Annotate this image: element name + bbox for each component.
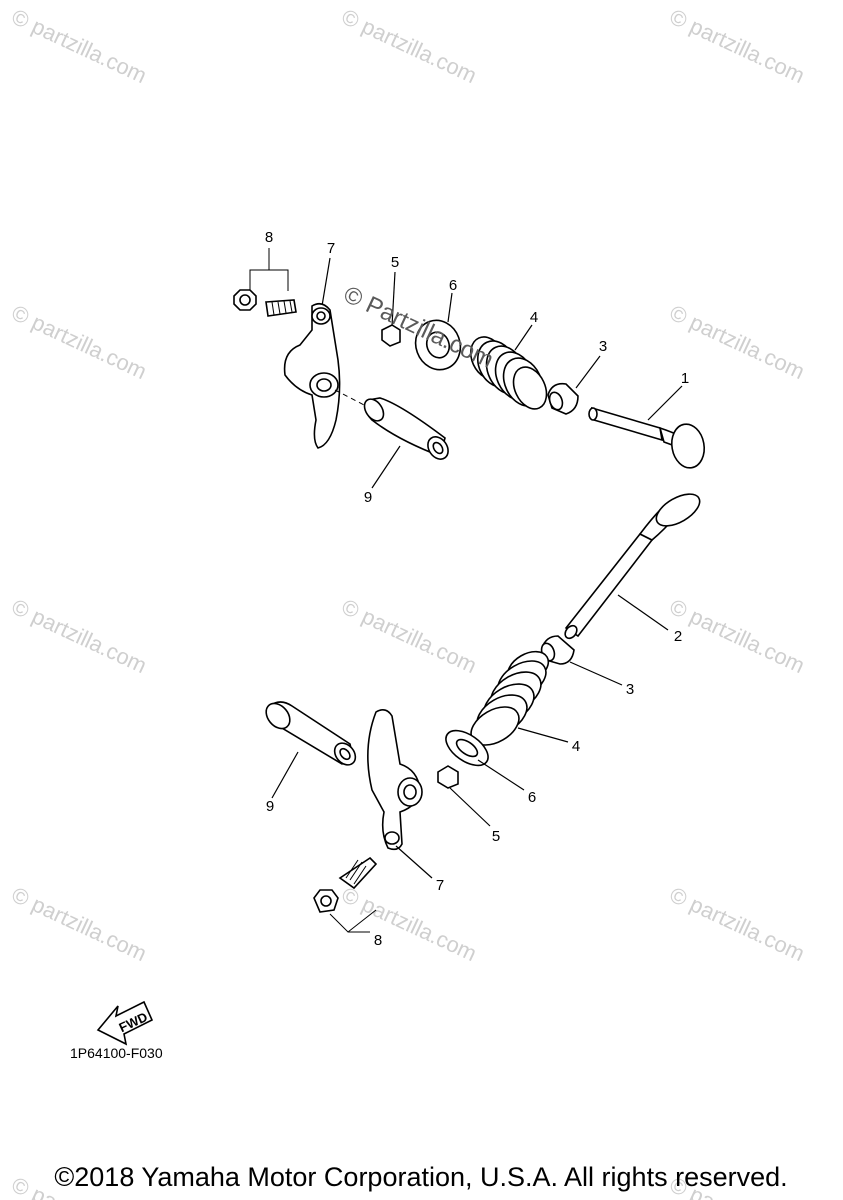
watermark: © partzilla.com — [666, 882, 809, 966]
watermark-center: © Partzilla.com — [339, 281, 497, 374]
locknut-upper — [233, 289, 257, 311]
fwd-arrow-icon: FWD — [96, 1000, 154, 1046]
callout-1-upper: 1 — [681, 370, 689, 387]
callout-4-upper: 4 — [530, 309, 538, 326]
valve-spring-lower — [470, 650, 569, 746]
lower-assembly: 2 3 4 6 5 9 7 8 — [265, 493, 701, 949]
watermark: © partzilla.com — [666, 4, 809, 88]
callout-2-lower: 2 — [674, 628, 682, 645]
watermark: © partzilla.com — [338, 882, 481, 966]
rocker-arm-lower — [367, 708, 433, 879]
callout-6-upper: 6 — [449, 277, 457, 294]
valve-cotter-lower — [437, 765, 491, 827]
callout-8-upper: 8 — [265, 229, 273, 246]
callout-5-lower: 5 — [492, 828, 500, 845]
stem-seal-lower — [540, 635, 623, 686]
spring-retainer-upper — [414, 292, 462, 371]
diagram-code: 1P64100-F030 — [70, 1045, 163, 1061]
spring-retainer-lower — [445, 729, 525, 791]
adjust-screw-upper — [265, 299, 297, 317]
callout-3-lower: 3 — [626, 681, 634, 698]
bracket-8-upper — [249, 269, 289, 291]
upper-assembly: 8 7 5 6 4 3 1 9 — [233, 229, 706, 506]
watermark: © partzilla.com — [8, 882, 151, 966]
callout-3-upper: 3 — [599, 338, 607, 355]
callout-7-lower: 7 — [436, 877, 444, 894]
valve-cotter-upper — [381, 271, 401, 347]
callout-7-upper: 7 — [327, 240, 335, 257]
callout-8-lower: 8 — [374, 932, 382, 949]
callout-6-lower: 6 — [528, 789, 536, 806]
callout-4-lower: 4 — [572, 738, 580, 755]
valve-upper — [588, 385, 706, 469]
valve-lower — [564, 493, 701, 640]
adjust-screw-lower — [338, 856, 378, 890]
valve-spring-upper — [469, 324, 548, 410]
watermark: © partzilla.com — [8, 594, 151, 678]
callout-9-lower: 9 — [266, 798, 274, 815]
watermark: © partzilla.com — [666, 594, 809, 678]
rocker-shaft-lower — [265, 701, 357, 799]
watermark: © partzilla.com — [338, 4, 481, 88]
watermark: © partzilla.com — [338, 594, 481, 678]
locknut-lower — [313, 889, 339, 913]
watermark: © partzilla.com — [8, 4, 151, 88]
callout-5-upper: 5 — [391, 254, 399, 271]
copyright-notice: ©2018 Yamaha Motor Corporation, U.S.A. A… — [54, 1162, 787, 1192]
stem-seal-upper — [547, 355, 601, 415]
rocker-arm-upper — [283, 257, 341, 449]
rocker-shaft-upper — [334, 389, 449, 489]
watermark: © partzilla.com — [8, 300, 151, 384]
callout-9-upper: 9 — [364, 489, 372, 506]
